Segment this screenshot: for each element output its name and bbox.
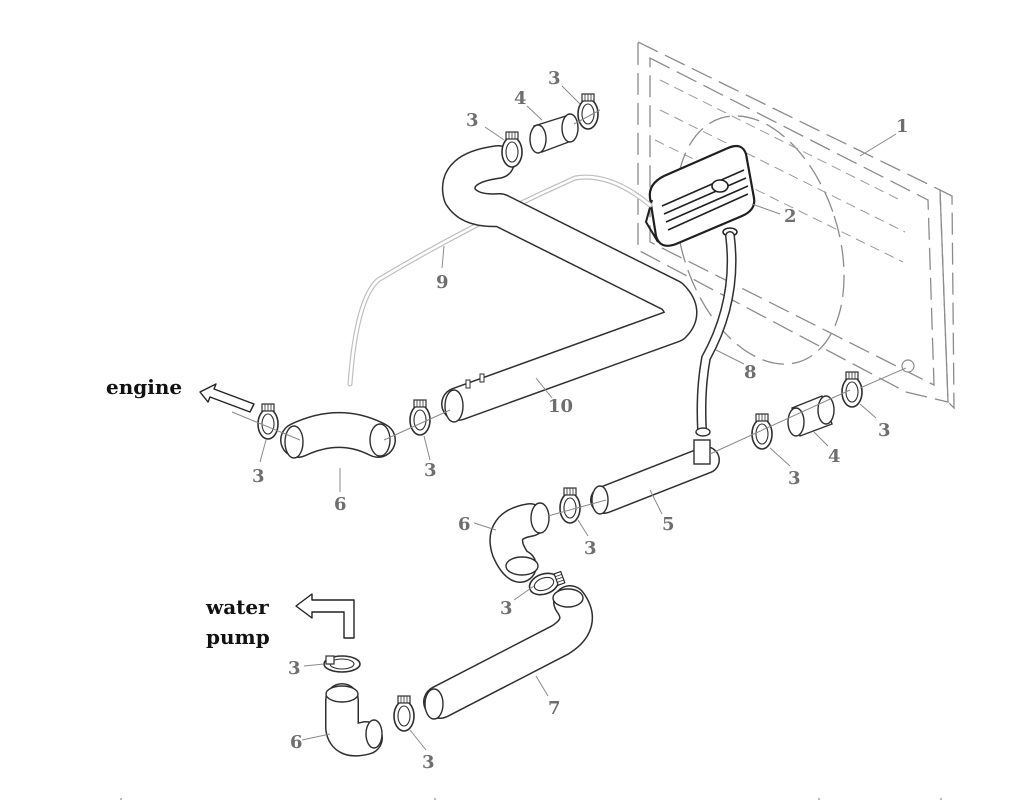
expansion-tank [644, 144, 756, 247]
label-pump: pump [206, 625, 270, 649]
clamp-lower-hose [393, 695, 415, 732]
clamp-tee-left [559, 487, 581, 524]
coupler-top [529, 113, 579, 154]
label-engine: engine [106, 375, 182, 399]
arrow-water-pump-icon [295, 593, 355, 639]
clamp-upper-hose [409, 399, 431, 436]
radiator [637, 40, 955, 410]
callout-leaders [259, 85, 897, 751]
clamp-top-right [577, 93, 599, 130]
callout-elbow: 6 [458, 514, 471, 535]
clamp-pump [323, 655, 361, 673]
callout-tee-pipe: 5 [662, 514, 675, 535]
clamp-radiator [841, 371, 863, 408]
drain-hose [695, 231, 737, 437]
callout-elbow: 6 [334, 494, 347, 515]
callout-coupler: 4 [514, 88, 527, 109]
callout-expansion-tank: 2 [784, 206, 797, 227]
lower-hose [423, 585, 593, 720]
connector-lines [231, 109, 907, 517]
callout-clamp: 3 [252, 466, 265, 487]
clamp-top-left [501, 131, 523, 168]
callout-clamp: 3 [466, 110, 479, 131]
arrow-engine-icon [199, 383, 255, 413]
callout-clamp: 3 [878, 420, 891, 441]
callout-coupler: 4 [828, 446, 841, 467]
callout-clamp: 3 [788, 468, 801, 489]
label-water: water [205, 595, 269, 619]
callout-clamp: 3 [424, 460, 437, 481]
elbow-engine [280, 412, 396, 459]
callout-clamp: 3 [584, 538, 597, 559]
callout-drain-hose: 8 [744, 362, 757, 383]
callout-radiator: 1 [896, 116, 909, 137]
clamp-tee-right [751, 413, 773, 450]
clamp-engine [257, 403, 279, 440]
callout-clamp: 3 [422, 752, 435, 773]
upper-hose [441, 145, 698, 423]
callout-clamp: 3 [500, 598, 513, 619]
elbow-pump [325, 683, 383, 757]
callout-upper-hose: 10 [548, 396, 573, 417]
tee-pipe [590, 439, 720, 515]
callout-clamp: 3 [288, 658, 301, 679]
callout-clamp: 3 [548, 68, 561, 89]
callout-elbow: 6 [290, 732, 303, 753]
coupler-right [787, 395, 835, 437]
callout-vent-line: 9 [436, 272, 449, 293]
callout-lower-hose: 7 [548, 698, 561, 719]
elbow-middle [489, 502, 550, 583]
